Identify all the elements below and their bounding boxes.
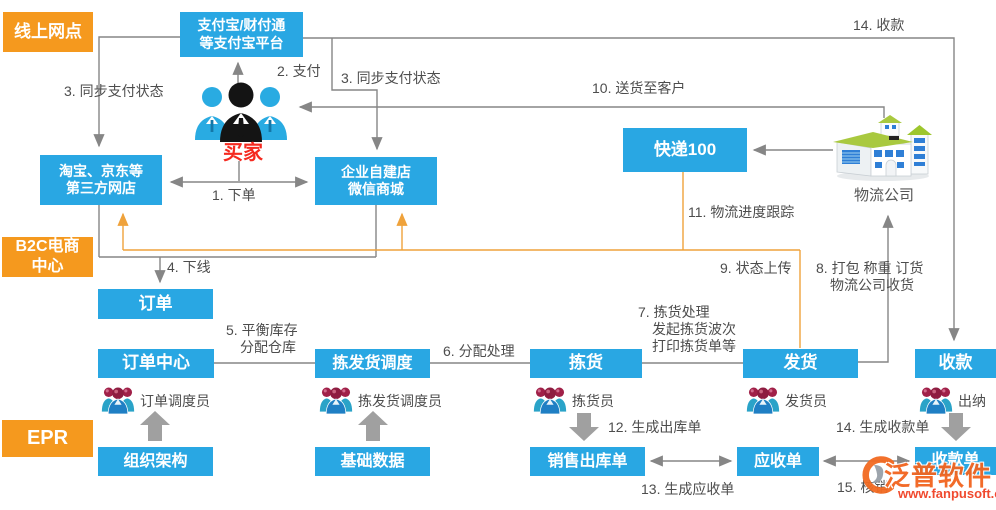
- flow-label-8-pack: 8. 打包 称重 订货物流公司收货: [816, 260, 924, 293]
- connector-sync-pay-right: [331, 38, 383, 151]
- block-arrow-up-basedata: [358, 411, 388, 441]
- shipper-text: 发货员: [785, 393, 827, 409]
- flow-label-3-sync-left: 3. 同步支付状态: [64, 83, 164, 99]
- connector-sync-pay-left: [93, 36, 180, 148]
- node-order-center: 订单中心: [98, 349, 214, 378]
- pick-dispatcher-label: 拣发货调度员: [358, 391, 442, 411]
- flow-label-9-status-upload: 9. 状态上传: [720, 260, 792, 276]
- flow-label-14-collect: 14. 收款: [853, 17, 905, 33]
- group-b2c-center: B2C电商 中心: [2, 237, 93, 277]
- watermark: 泛普软件 www.fanpusoft.com: [858, 450, 996, 508]
- watermark-url: www.fanpusoft.com: [898, 486, 996, 501]
- cashier-text: 出纳: [958, 393, 986, 409]
- group-online-store-label: 线上网点: [14, 21, 82, 41]
- node-taobao-line2: 第三方网店: [66, 180, 136, 196]
- node-shipping-label: 发货: [783, 353, 818, 373]
- node-alipay-platform: 支付宝/财付通 等支付宝平台: [180, 12, 303, 57]
- connector-pack-weigh: [858, 214, 894, 363]
- node-collection: 收款: [915, 349, 996, 378]
- node-alipay-line2: 等支付宝平台: [199, 34, 284, 51]
- group-erp: EPR: [2, 420, 93, 457]
- flow-label-10-deliver: 10. 送货至客户: [592, 80, 686, 96]
- node-receivable: 应收单: [737, 447, 819, 476]
- connector-deliver-to-customer: [298, 101, 885, 118]
- node-receipt: 收款单: [915, 447, 996, 475]
- block-arrow-up-org: [140, 411, 170, 441]
- node-taobao-line1: 淘宝、京东等: [59, 162, 143, 179]
- buyer-label-text: 买家: [223, 142, 263, 164]
- block-arrow-down-outbound: [569, 413, 599, 441]
- node-self-store: 企业自建店 微信商城: [315, 157, 437, 205]
- connector-collect-payment: [303, 37, 960, 342]
- node-kuaidi100: 快递100: [623, 128, 747, 172]
- group-online-store: 线上网点: [3, 12, 93, 52]
- group-b2c-line2: 中心: [31, 258, 64, 275]
- node-shipping: 发货: [743, 349, 858, 378]
- picker-label: 拣货员: [572, 391, 614, 411]
- logistics-company-text: 物流公司: [853, 187, 914, 204]
- node-base-data: 基础数据: [315, 447, 430, 476]
- order-dispatcher-label: 订单调度员: [140, 391, 210, 411]
- pick-dispatcher-text: 拣发货调度员: [358, 393, 442, 409]
- flow-label-1-place-order: 1. 下单: [212, 187, 256, 203]
- group-erp-label: EPR: [26, 427, 69, 450]
- node-order-center-label: 订单中心: [122, 353, 190, 373]
- flow-label-13-receivable: 13. 生成应收单: [641, 481, 735, 497]
- pick-dispatcher-icon: [318, 387, 354, 414]
- node-taobao-shops: 淘宝、京东等 第三方网店: [40, 155, 162, 205]
- node-self-store-line2: 微信商城: [348, 181, 404, 197]
- node-kuaidi100-label: 快递100: [653, 139, 717, 159]
- node-sales-outbound: 销售出库单: [530, 447, 645, 476]
- flow-label-7-picking: 7. 拣货处理发起拣货波次打印拣货单等: [638, 304, 736, 354]
- node-order: 订单: [98, 289, 213, 319]
- node-self-store-line1: 企业自建店: [341, 163, 411, 180]
- logistics-company-label: 物流公司: [846, 184, 922, 205]
- flow-label-11-tracking: 11. 物流进度跟踪: [688, 204, 795, 220]
- shipper-label: 发货员: [785, 391, 827, 411]
- node-dispatch-label: 拣发货调度: [332, 354, 413, 372]
- logistics-building-icon: [833, 115, 932, 181]
- cashier-label: 出纳: [958, 391, 986, 411]
- node-alipay-line1: 支付宝/财付通: [197, 17, 286, 34]
- picker-icon: [532, 387, 568, 414]
- flow-label-6-allocate: 6. 分配处理: [443, 343, 515, 359]
- buyer-label: 买家: [213, 136, 273, 165]
- flow-label-4-offline: 4. 下线: [167, 259, 211, 275]
- cashier-icon: [918, 387, 954, 414]
- order-dispatcher-icon: [100, 387, 136, 414]
- node-pick-ship-dispatch: 拣发货调度: [315, 349, 430, 378]
- flow-label-3-sync-right: 3. 同步支付状态: [341, 70, 441, 86]
- node-collection-label: 收款: [938, 353, 973, 373]
- node-receipt-label: 收款单: [931, 452, 980, 470]
- flow-label-12-outbound: 12. 生成出库单: [608, 419, 702, 435]
- node-base-data-label: 基础数据: [340, 452, 405, 470]
- node-picking-label: 拣货: [569, 353, 603, 373]
- shipper-icon: [745, 387, 781, 414]
- flow-label-5-balance: 5. 平衡库存分配仓库: [226, 322, 298, 355]
- node-receivable-label: 应收单: [753, 452, 802, 470]
- node-org-structure: 组织架构: [98, 447, 213, 476]
- node-order-label: 订单: [138, 293, 173, 313]
- node-sales-outbound-label: 销售出库单: [547, 452, 628, 470]
- flow-label-2-pay: 2. 支付: [277, 63, 321, 79]
- picker-text: 拣货员: [572, 393, 614, 409]
- block-arrow-down-receipt: [941, 413, 971, 441]
- node-picking: 拣货: [530, 349, 642, 378]
- group-b2c-line1: B2C电商: [15, 238, 80, 256]
- node-org-label: 组织架构: [123, 452, 188, 470]
- flow-label-14-receipt: 14. 生成收款单: [836, 419, 930, 435]
- buyer-icon: [195, 82, 287, 142]
- order-dispatcher-text: 订单调度员: [140, 393, 210, 409]
